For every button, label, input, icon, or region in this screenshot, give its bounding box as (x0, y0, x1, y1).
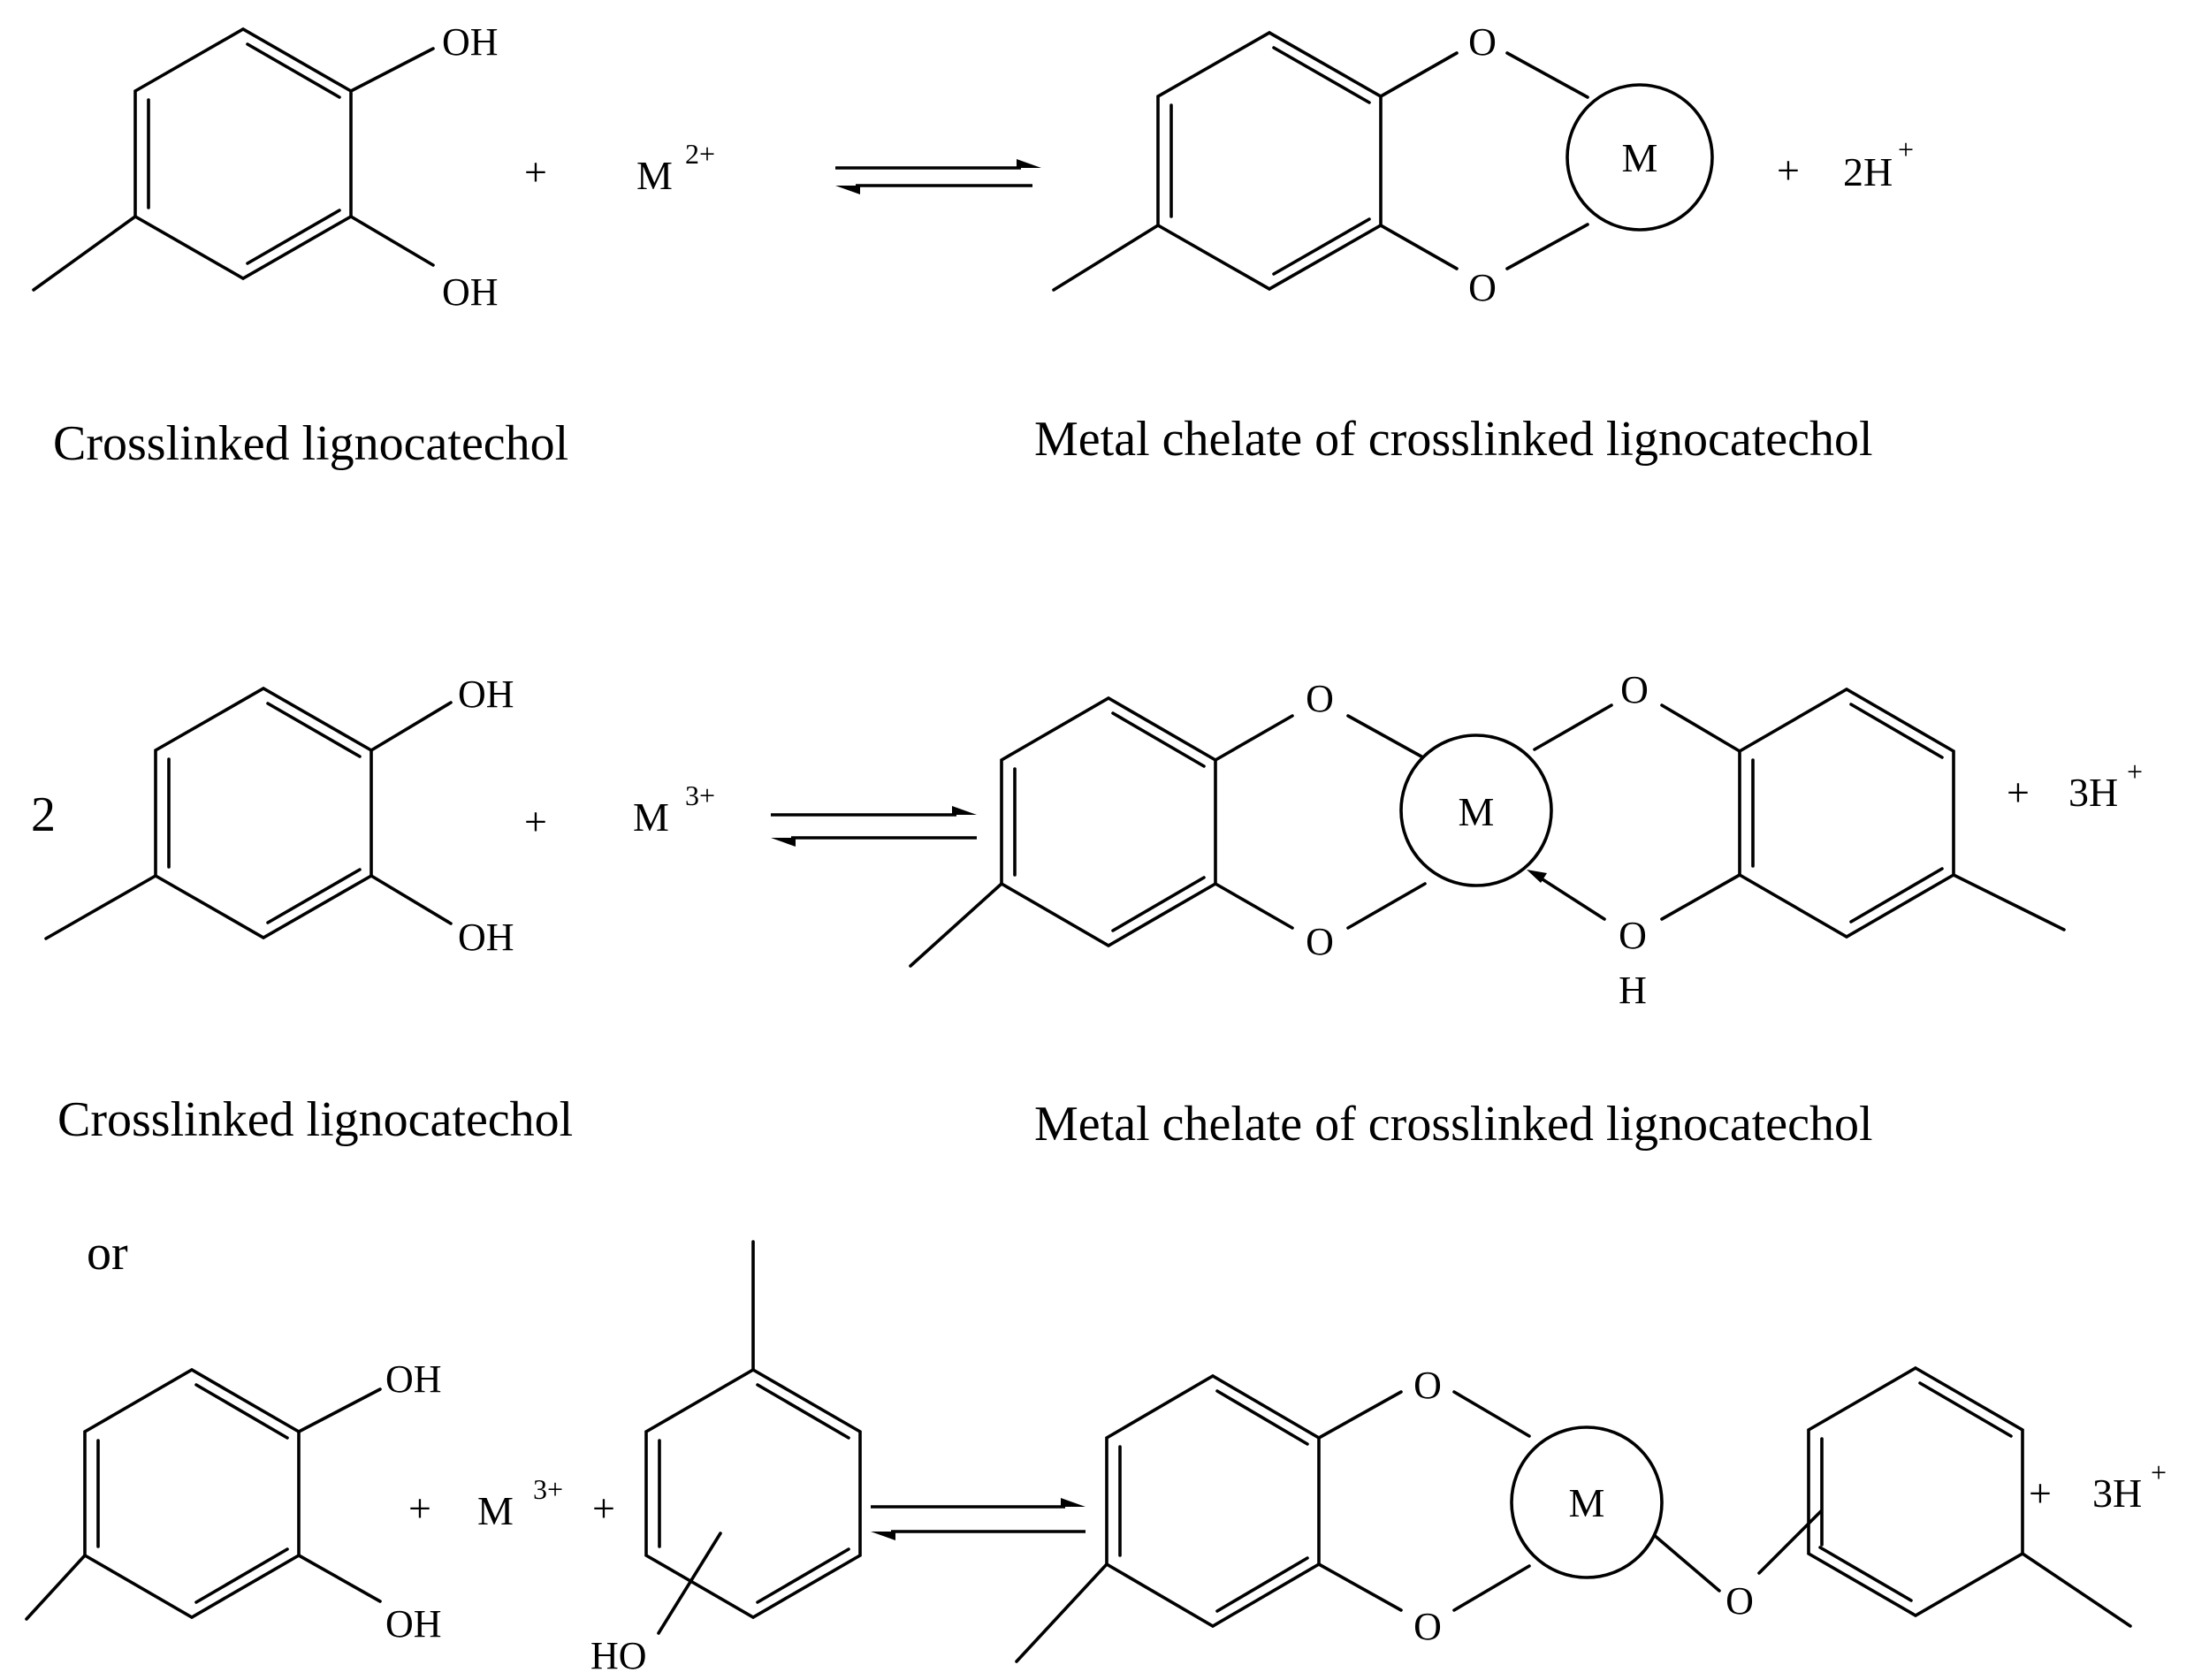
oh-label: OH (442, 270, 499, 314)
oxygen-label: O (1468, 20, 1497, 64)
hydrogen-label: H (1619, 969, 1647, 1012)
metal-center-circle (1566, 83, 1714, 232)
plus-sign: + (524, 149, 547, 194)
reactant-caption: Crosslinked lignocatechol (53, 416, 568, 471)
oh-label: OH (385, 1357, 442, 1401)
equilibrium-arrow-2 (771, 806, 977, 847)
oxygen-label: O (1620, 668, 1649, 711)
oxygen-label: O (1306, 920, 1334, 963)
ho-label: HO (590, 1634, 647, 1677)
proton-charge: + (1898, 133, 1914, 165)
product-caption: Metal chelate of crosslinked lignocatech… (1034, 412, 1873, 467)
metal-chelate-product-2 (909, 687, 2066, 968)
metal-ion-symbol: M (636, 153, 673, 198)
metal-center-circle (1510, 1425, 1664, 1579)
equilibrium-arrow-1 (835, 159, 1041, 194)
catechol-reactant-2 (44, 686, 453, 940)
metal-ion-charge: 3+ (533, 1473, 563, 1505)
reaction-row-1: OH OH + M 2+ O O M + 2H + Crosslinked li… (32, 20, 1914, 471)
equilibrium-arrow-3 (871, 1498, 1086, 1540)
oxygen-label: O (1468, 266, 1497, 309)
oh-label: OH (442, 20, 499, 64)
metal-label: M (1459, 789, 1495, 834)
oxygen-label: O (1619, 914, 1647, 957)
oh-label: OH (458, 673, 514, 716)
metal-ion-symbol: M (477, 1488, 514, 1533)
metal-ion-symbol: M (633, 794, 669, 840)
plus-sign: + (2029, 1471, 2052, 1516)
stoichiometric-coefficient: 2 (31, 787, 56, 842)
oxygen-label: O (1413, 1605, 1442, 1648)
metal-label: M (1569, 1480, 1605, 1525)
metal-ion-charge: 2+ (685, 138, 715, 170)
catechol-reactant-3 (25, 1367, 382, 1621)
metal-center-circle (1399, 734, 1553, 887)
plus-sign: + (408, 1486, 431, 1531)
oxygen-label: O (1413, 1364, 1442, 1407)
proton-count: 3H (2068, 770, 2118, 815)
proton-count: 3H (2092, 1471, 2142, 1516)
reaction-row-2: 2 OH OH + M 3+ (31, 668, 2143, 1152)
product-caption: Metal chelate of crosslinked lignocatech… (1034, 1097, 1873, 1152)
plus-sign: + (2007, 770, 2030, 815)
plus-sign: + (1777, 148, 1800, 193)
plus-sign: + (524, 799, 547, 844)
reaction-row-3: OH OH + M 3+ + HO (25, 1240, 2167, 1677)
proton-count: 2H (1843, 149, 1893, 194)
oxygen-label: O (1306, 677, 1334, 720)
oh-label: OH (458, 916, 514, 959)
reactant-caption: Crosslinked lignocatechol (57, 1092, 573, 1147)
metal-chelate-product-3 (1015, 1365, 2132, 1663)
oxygen-label: O (1725, 1579, 1754, 1623)
metal-ion-charge: 3+ (685, 779, 715, 811)
phenol-reactant (644, 1240, 862, 1635)
metal-chelate-product-1 (1052, 30, 1714, 292)
or-label: or (87, 1226, 128, 1281)
metal-label: M (1622, 135, 1658, 180)
proton-charge: + (2127, 756, 2143, 787)
plus-sign: + (592, 1486, 615, 1531)
catechol-reactant-1 (32, 27, 435, 292)
proton-charge: + (2151, 1456, 2167, 1488)
oh-label: OH (385, 1602, 442, 1646)
